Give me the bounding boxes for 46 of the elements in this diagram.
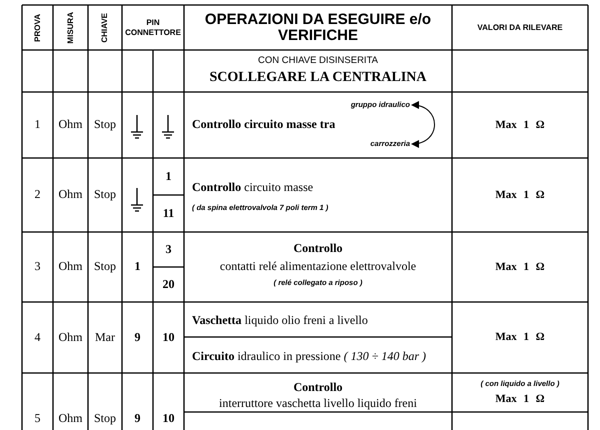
cell-text: 3	[166, 242, 172, 256]
cell-text: 11	[162, 206, 174, 220]
cell-text: Ohm	[58, 188, 82, 202]
cell-text: CON CHIAVE DISINSERITA	[258, 56, 378, 66]
cell-text: Max 1 Ω	[495, 331, 545, 344]
cell-text: Stop	[94, 260, 116, 274]
cell-text: Circuito idraulico in pressione ( 130 ÷ 140 bar )	[192, 350, 426, 364]
cell-text: 10	[162, 412, 174, 426]
cell-text: Ohm	[58, 118, 82, 132]
cell-text: 1	[34, 118, 40, 132]
cell-text: Controllo	[293, 242, 343, 256]
cell-text: 3	[34, 260, 40, 274]
column-header: PIN CONNETTORE	[124, 18, 182, 37]
cell-text: 9	[134, 330, 140, 344]
cell-text: SCOLLEGARE LA CENTRALINA	[209, 70, 427, 86]
cell-text: Stop	[94, 188, 116, 202]
cell-text: 1	[134, 260, 140, 274]
cell-text: 20	[162, 278, 174, 292]
cell-text: 5	[34, 412, 40, 426]
cell-text: 4	[34, 330, 40, 344]
column-header: VALORI DA RILEVARE	[477, 22, 563, 32]
cell-text: Max 1 Ω	[495, 392, 545, 406]
cell-text: Controllo circuito masse	[192, 181, 314, 195]
cell-text: Max 1 Ω	[495, 260, 545, 274]
cell-text: Vaschetta liquido olio freni a livello	[192, 314, 368, 328]
cell-text: 9	[134, 412, 140, 426]
cell-text: Ohm	[58, 330, 82, 344]
cell-text: interruttore vaschetta livello liquido freni	[219, 397, 417, 411]
curved-arrow	[411, 102, 435, 148]
column-header: MISURA	[66, 12, 76, 44]
cell-text: Controllo circuito masse tra	[192, 118, 336, 132]
cell-text: Controllo	[293, 381, 343, 395]
cell-text: 2	[34, 188, 40, 202]
cell-text: Max 1 Ω	[495, 188, 545, 202]
cell-text: Stop	[94, 118, 116, 132]
column-header: CHIAVE	[100, 12, 110, 42]
cell-text: Ohm	[58, 412, 82, 426]
cell-text: Stop	[94, 412, 116, 426]
column-header: PROVA	[32, 14, 42, 42]
cell-text: Max 1 Ω	[495, 118, 545, 132]
cell-text: Mar	[95, 330, 115, 344]
cell-text: 1	[166, 170, 172, 184]
cell-text: 10	[162, 330, 174, 344]
column-header: OPERAZIONI DA ESEGUIRE e/o VERIFICHE	[204, 12, 432, 44]
cell-text: contatti relé alimentazione elettrovalvole	[220, 260, 416, 274]
cell-text: Ohm	[58, 260, 82, 274]
